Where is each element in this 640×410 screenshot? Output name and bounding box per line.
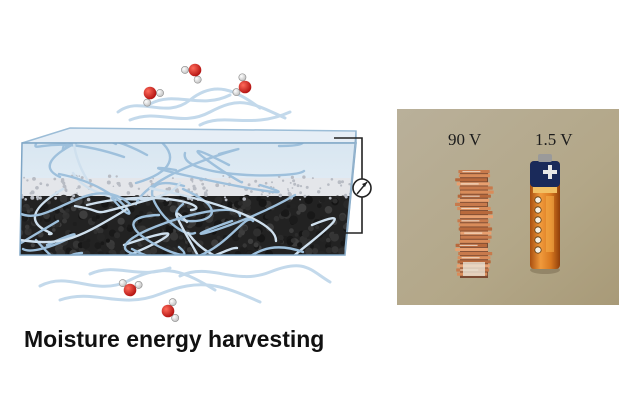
- left-voltage-label: 90 V: [448, 130, 482, 149]
- stacked-generator: [455, 170, 494, 278]
- water-molecule-icon: [161, 298, 180, 322]
- circuit-wire-icon: [334, 137, 363, 234]
- voltmeter-icon: [352, 178, 372, 198]
- fiber-wisps-top: [116, 87, 292, 127]
- device-photo: [397, 109, 619, 305]
- water-molecule-icon: [232, 73, 252, 97]
- figure-caption: Moisture energy harvesting: [24, 326, 325, 352]
- right-voltage-label: 1.5 V: [535, 130, 573, 149]
- fiber-wisps-bottom: [38, 264, 332, 304]
- water-molecule-icon: [118, 279, 143, 297]
- membrane-block: [19, 127, 357, 256]
- water-molecule-icon: [181, 63, 202, 84]
- water-molecules: [118, 63, 252, 322]
- water-molecule-icon: [143, 86, 164, 107]
- aa-battery: [530, 154, 560, 274]
